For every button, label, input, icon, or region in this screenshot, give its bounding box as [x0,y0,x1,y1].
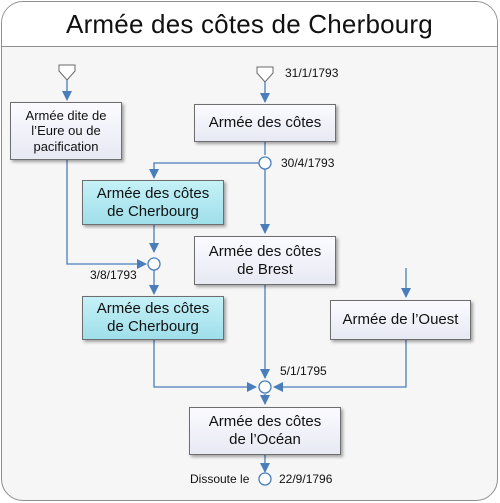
connector-eure-merge [66,160,147,269]
fusion-node [258,380,272,394]
box-armee-cotes: Armée des côtes [194,104,336,142]
box-armee-brest: Armée des côtes de Brest [194,236,336,285]
start-triangle-cotes [256,66,274,83]
box-armee-brest-label: Armée des côtes de Brest [208,242,322,278]
box-armee-ouest: Armée de l’Ouest [330,300,471,340]
date-fusion-label: 5/1/1795 [280,364,327,378]
box-armee-cherbourg-1-label: Armée des côtes de Cherbourg [96,184,210,220]
split-node [258,156,272,170]
start-triangle-eure [58,64,76,81]
box-armee-ocean-label: Armée des côtes de l’Océan [208,413,322,448]
box-armee-cherbourg-2: Armée des côtes de Cherbourg [82,296,224,340]
connector-cherbourg2-fusion [153,340,257,392]
box-armee-ocean: Armée des côtes de l’Océan [189,407,341,455]
date-creation-label: 31/1/1793 [285,66,339,80]
date-split-label: 30/4/1793 [281,156,335,170]
box-armee-ouest-label: Armée de l’Ouest [342,311,459,328]
box-armee-cotes-label: Armée des côtes [208,114,322,131]
connector-split-cherbourg1 [149,162,259,179]
box-armee-eure-label: Armée dite de l’Eure ou de pacification [25,107,107,154]
diagram-title: Armée des côtes de Cherbourg [66,8,433,39]
title-bar: Armée des côtes de Cherbourg [2,2,497,47]
merge-node [147,257,161,271]
connector-ouest-fusion [273,340,407,392]
box-armee-cherbourg-2-label: Armée des côtes de Cherbourg [96,300,210,335]
dissolution-node [258,472,272,486]
date-dissolved-label: 22/9/1796 [279,472,333,486]
box-armee-eure: Armée dite de l’Eure ou de pacification [10,102,122,160]
box-armee-cherbourg-1: Armée des côtes de Cherbourg [82,180,224,225]
date-merge-label: 3/8/1793 [90,268,137,282]
dissolved-text-label: Dissoute le [190,472,250,486]
